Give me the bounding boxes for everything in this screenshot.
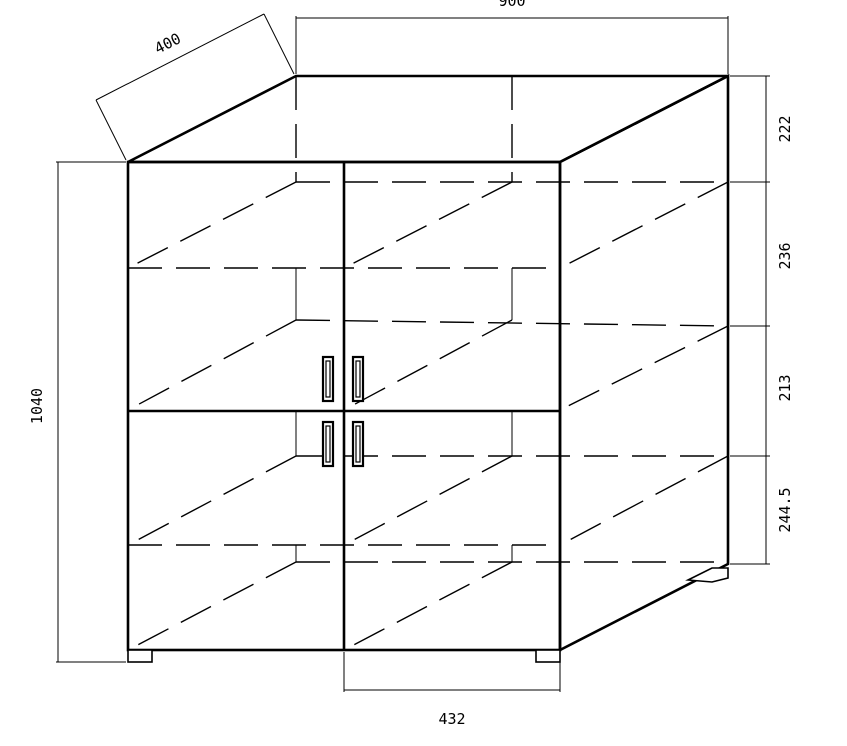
hidden-shelf-1-mid (343, 181, 513, 269)
foot-front-left (127, 649, 153, 663)
label-door-width-432: 432 (438, 710, 465, 728)
cabinet-top-face (127, 74, 729, 164)
cabinet-side-face (558, 73, 730, 653)
hidden-side-shelf-1 (559, 181, 729, 269)
hidden-bottom-left (127, 561, 297, 651)
door-handles (321, 355, 365, 468)
label-section-222: 222 (776, 115, 794, 142)
hidden-side-shelf-2 (559, 325, 729, 411)
label-section-213: 213 (776, 374, 794, 401)
handle-upper-right (351, 355, 365, 403)
handle-upper-right-inner (355, 360, 361, 398)
handle-lower-right-inner (355, 425, 361, 463)
foot-front-right (535, 649, 561, 663)
hidden-bottom-mid (343, 561, 513, 651)
label-height-1040: 1040 (28, 388, 46, 424)
handle-lower-right (351, 420, 365, 468)
cabinet-feet (127, 567, 729, 663)
label-section-244-5: 244.5 (776, 487, 794, 532)
hidden-shelf-2-mid (343, 319, 513, 411)
dimension-lines (56, 13, 770, 692)
hidden-side-shelf-3 (559, 455, 729, 546)
hidden-shelf-2-left (127, 319, 297, 411)
handle-upper-left-inner (325, 360, 331, 398)
handle-lower-left-inner (325, 425, 331, 463)
hidden-shelf-3-mid (343, 455, 513, 546)
dim-400-ext-front (95, 99, 127, 161)
hidden-shelf-3-left (127, 455, 297, 546)
label-depth-400: 400 (152, 29, 184, 57)
dimension-labels: 900 400 1040 432 222 236 213 244.5 (28, 0, 794, 728)
dim-400-line (95, 13, 265, 101)
label-section-236: 236 (776, 242, 794, 269)
label-width-900: 900 (498, 0, 525, 10)
hidden-shelf-1-left (127, 181, 297, 269)
cabinet-outline (126, 73, 730, 653)
hidden-shelf-2-back (295, 319, 729, 327)
foot-back-right (685, 567, 729, 583)
dim-400-ext-back (263, 13, 295, 75)
handle-upper-left (321, 355, 335, 403)
handle-lower-left (321, 420, 335, 468)
